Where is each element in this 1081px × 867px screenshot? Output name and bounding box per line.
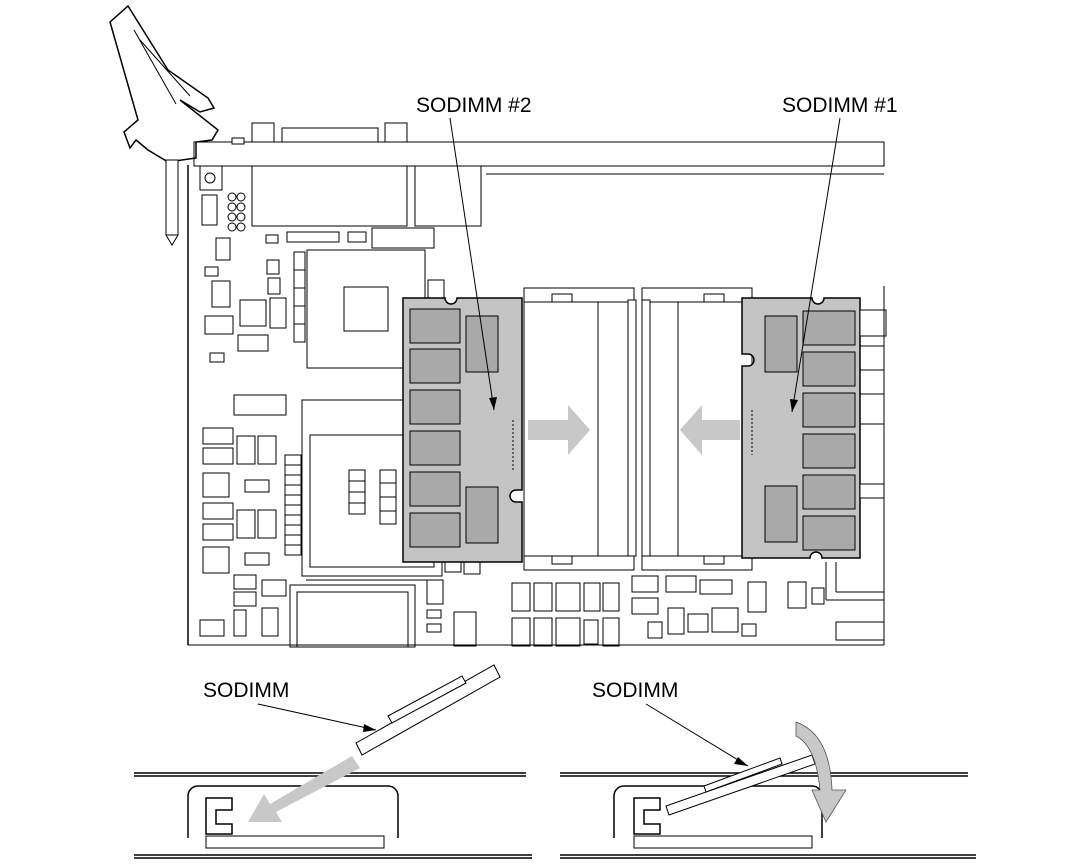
rotate-down-arrow-icon (795, 721, 847, 823)
sodimm-1-label: SODIMM #1 (782, 94, 898, 117)
arrow-left-icon (680, 405, 740, 455)
board-top-view (187, 122, 887, 648)
insertion-arrows (528, 405, 740, 455)
sodimm-1-module (741, 297, 861, 559)
insert-arrow-icon (248, 756, 360, 822)
side-view-insert: SODIMM (134, 664, 532, 859)
sodimm-press-label: SODIMM (592, 679, 678, 702)
arrow-right-icon (528, 405, 590, 455)
sodimm-insert-label: SODIMM (203, 679, 289, 702)
side-view-press-down: SODIMM (560, 679, 976, 859)
sodimm-2-module (402, 297, 523, 563)
sodimm-2-label: SODIMM #2 (416, 94, 532, 117)
ejector-lever (109, 4, 245, 246)
